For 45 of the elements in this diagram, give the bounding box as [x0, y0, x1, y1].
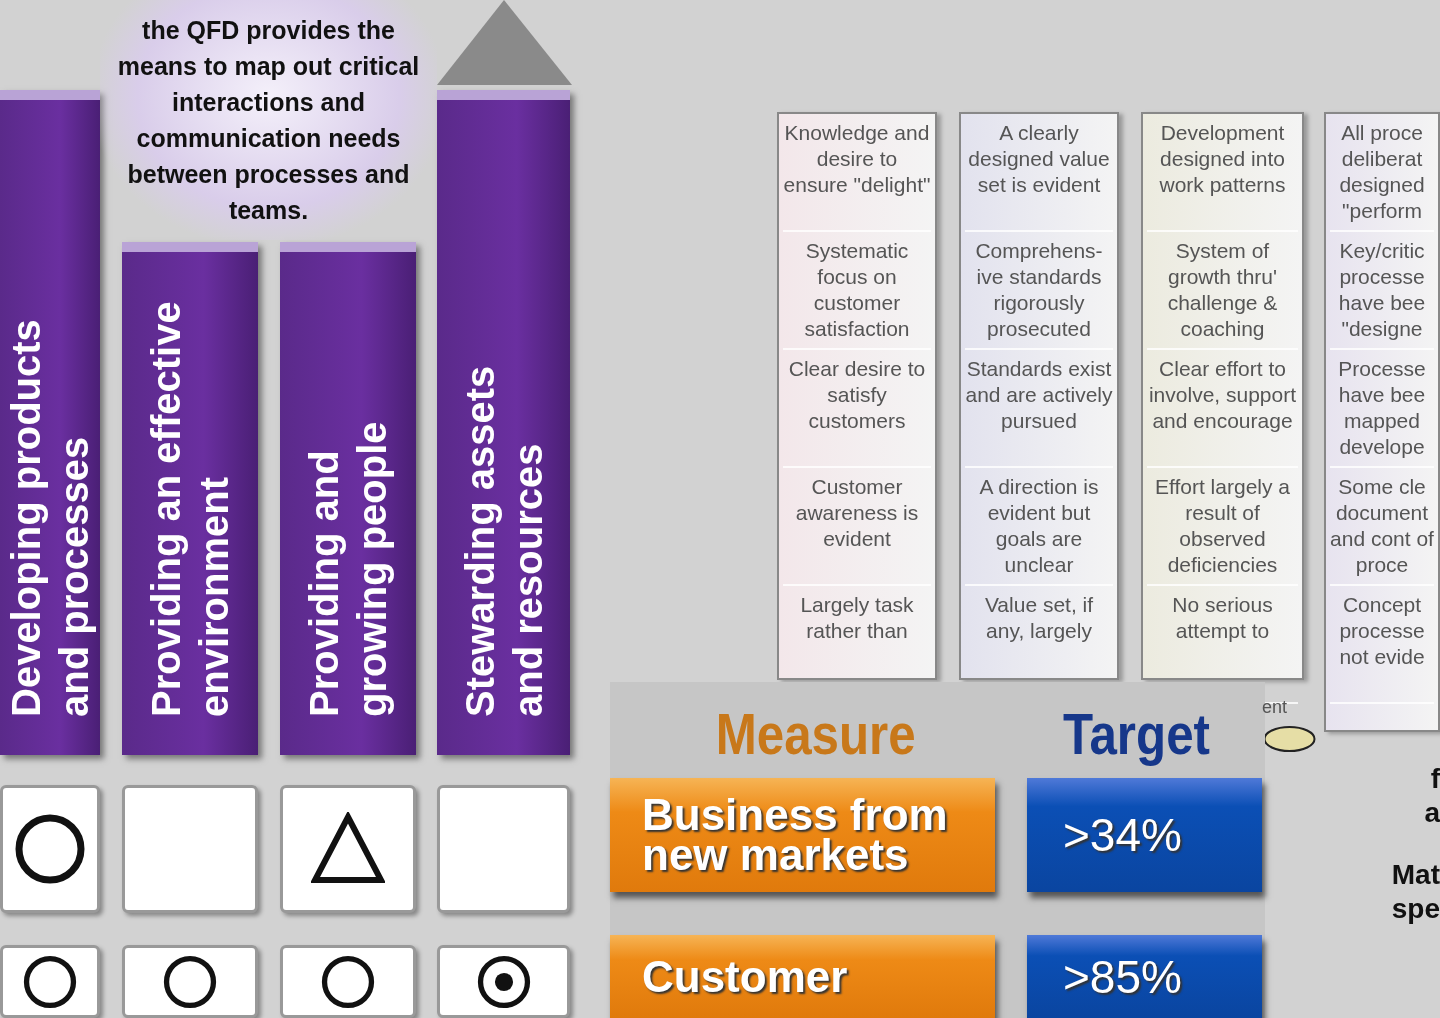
criteria-card — [777, 112, 937, 680]
pillar-column — [122, 242, 258, 755]
circle-mark — [0, 945, 100, 1018]
measure-box: Customer — [610, 935, 995, 1018]
criteria-text: Customer awareness is evident — [783, 474, 931, 586]
criteria-text: Concept processe not evide — [1330, 592, 1434, 704]
criteria-text: Clear effort to involve, support and encourage — [1147, 356, 1298, 468]
criteria-text: Knowledge and desire to ensure "delight" — [783, 120, 931, 232]
criteria-text: Key/critic processe have bee "designe — [1330, 238, 1434, 350]
description-text: the QFD provides the means to map out critical interactions and communication needs between processes and teams. — [116, 15, 421, 226]
pillar-heading: Developing products and processes — [3, 318, 97, 717]
criteria-text: Some cle document and cont of proce — [1330, 474, 1434, 586]
triangle-mark — [280, 785, 416, 913]
criteria-text: Comprehens-ive standards rigorously prosecuted — [965, 238, 1113, 350]
criteria-text: Effort largely a result of observed deficiencies — [1147, 474, 1298, 586]
pillar-column — [280, 242, 416, 755]
criteria-text: Clear desire to satisfy customers — [783, 356, 931, 468]
criteria-text: A clearly designed value set is evident — [965, 120, 1113, 232]
criteria-text: All proce deliberat designed "perform — [1330, 120, 1434, 232]
criteria-card — [1324, 112, 1440, 732]
empty-cell — [122, 785, 258, 913]
pillar-heading: Providing and growing people — [301, 420, 395, 717]
criteria-card — [959, 112, 1119, 680]
target-box: >85% — [1027, 935, 1262, 1018]
bullseye-mark — [437, 945, 570, 1018]
pillar-heading: Providing an effective environment — [143, 300, 237, 717]
circle-mark — [0, 785, 100, 913]
circle-mark — [280, 945, 416, 1018]
target-box: >34% — [1027, 778, 1262, 892]
roof-shape — [100, 0, 437, 240]
criteria-text: System of growth thru' challenge & coaching — [1147, 238, 1298, 350]
criteria-text: Standards exist and are actively pursued — [965, 356, 1113, 468]
criteria-text: Development designed into work patterns — [1147, 120, 1298, 232]
note-text: Mat spe — [1390, 858, 1440, 926]
criteria-text: Processe have bee mapped develope — [1330, 356, 1434, 468]
criteria-text: Systematic focus on customer satisfaction — [783, 238, 931, 350]
note-text: f a — [1423, 762, 1440, 830]
circle-mark — [122, 945, 258, 1018]
oval-shape — [1262, 724, 1317, 754]
criteria-text: A direction is evident but goals are unclear — [965, 474, 1113, 586]
pillar-column — [0, 90, 100, 755]
measure-box: Business from new markets — [610, 778, 995, 892]
pillar-column — [437, 90, 570, 755]
empty-cell — [437, 785, 570, 913]
pillar-heading: Stewarding assets and resources — [456, 364, 551, 717]
